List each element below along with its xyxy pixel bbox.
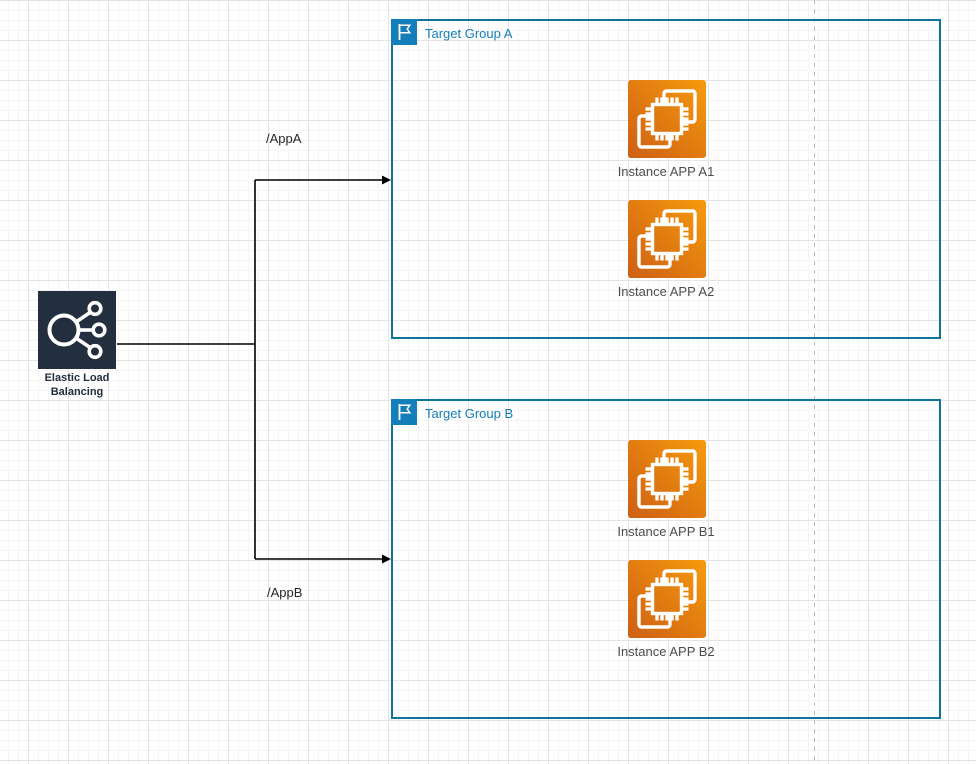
instance-node-app-a1[interactable] — [628, 80, 706, 158]
target-group-b-title: Target Group B — [425, 406, 514, 421]
target-group-a-title: Target Group A — [425, 26, 513, 41]
instance-node-app-a2[interactable] — [628, 200, 706, 278]
target-group-flag-icon — [391, 19, 417, 45]
elastic-load-balancing-icon — [38, 291, 116, 369]
instance-node-app-b2[interactable] — [628, 560, 706, 638]
instance-label-app-a1: Instance APP A1 — [617, 164, 715, 179]
ec2-instance-chip-icon — [628, 200, 706, 278]
arrowhead-target-group-a — [382, 175, 391, 185]
elb-node-label: Elastic Load Balancing — [44, 372, 110, 398]
target-group-a-container[interactable]: Target Group A Instance APP A1 — [391, 19, 941, 339]
ec2-instance-chip-icon — [628, 560, 706, 638]
instance-label-app-b1: Instance APP B1 — [617, 524, 715, 539]
target-group-b-container[interactable]: Target Group B Instance APP B1 — [391, 399, 941, 719]
elastic-load-balancing-node[interactable] — [38, 291, 116, 369]
target-group-flag-icon — [391, 399, 417, 425]
arrowhead-target-group-b — [382, 554, 391, 564]
elb-to-target-groups-connector[interactable] — [117, 175, 391, 564]
instance-label-app-a2: Instance APP A2 — [617, 284, 715, 299]
page-boundary-line — [814, 0, 815, 764]
edge-label-appb[interactable]: /AppB — [267, 585, 303, 600]
ec2-instance-chip-icon — [628, 440, 706, 518]
edge-label-appa[interactable]: /AppA — [266, 131, 302, 146]
ec2-instance-chip-icon — [628, 80, 706, 158]
instance-node-app-b1[interactable] — [628, 440, 706, 518]
instance-label-app-b2: Instance APP B2 — [617, 644, 715, 659]
